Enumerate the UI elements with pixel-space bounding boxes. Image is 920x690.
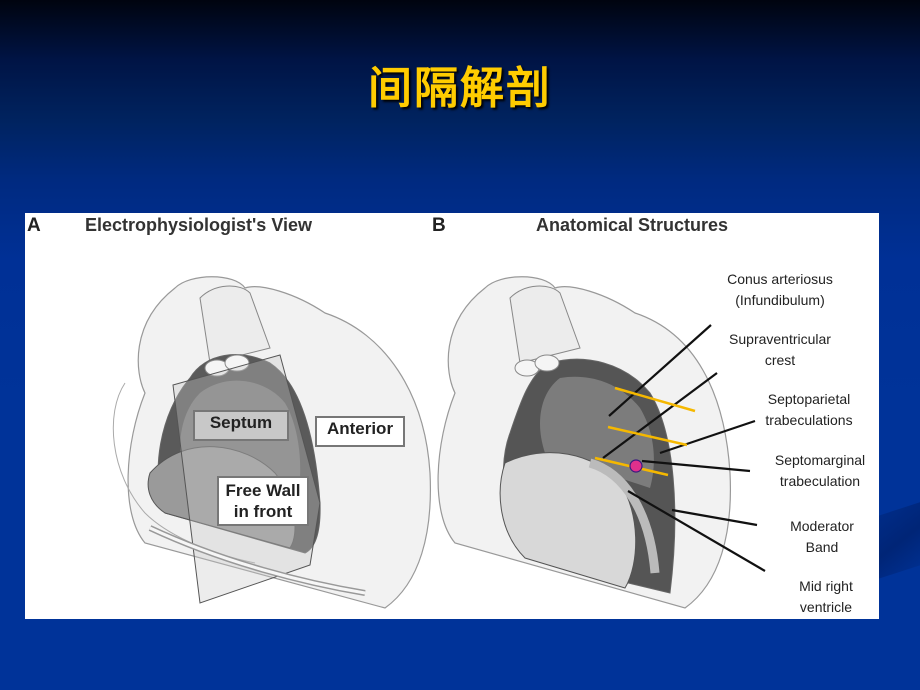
panel-b-title: Anatomical Structures bbox=[536, 215, 729, 235]
structure-label-line1: Conus arteriosus bbox=[727, 271, 833, 287]
structure-label: Septoparietal trabeculations bbox=[747, 389, 871, 431]
structure-label: Mid right ventricle bbox=[781, 576, 871, 618]
slide-title: 间隔解剖 bbox=[368, 63, 552, 114]
structure-label-line2: ventricle bbox=[799, 599, 853, 615]
septum-label: Septum bbox=[193, 410, 289, 441]
structure-label-line1: Septoparietal bbox=[767, 391, 851, 407]
free-wall-label-line1: Free Wall bbox=[225, 481, 301, 500]
anterior-label: Anterior bbox=[315, 416, 405, 447]
free-wall-label: Free Wall in front bbox=[217, 476, 309, 526]
heart-anatomy-figure: A Electrophysiologist's View Septum Ante… bbox=[25, 213, 879, 619]
structure-label: Supraventricular crest bbox=[705, 329, 855, 371]
structure-label-line1: Mid right bbox=[799, 578, 853, 594]
structure-label-line2: trabeculation bbox=[779, 473, 861, 489]
structure-label: Conus arteriosus (Infundibulum) bbox=[705, 269, 855, 311]
structure-label: Moderator Band bbox=[777, 516, 867, 558]
structure-label-line1: Moderator bbox=[790, 518, 854, 534]
structure-label-line2: crest bbox=[764, 352, 796, 368]
panel-a-title: Electrophysiologist's View bbox=[85, 215, 313, 235]
panel-a-letter: A bbox=[27, 215, 41, 236]
structure-label-line1: Supraventricular bbox=[729, 331, 831, 347]
structure-label-line2: Band bbox=[805, 539, 839, 555]
structure-label-line2: trabeculations bbox=[765, 412, 853, 428]
free-wall-label-line2: in front bbox=[233, 502, 293, 521]
structure-label-line2: (Infundibulum) bbox=[735, 292, 825, 308]
structure-label-line1: Septomarginal bbox=[774, 452, 866, 468]
panel-b-letter: B bbox=[432, 215, 446, 236]
structure-label: Septomarginal trabeculation bbox=[755, 450, 879, 492]
heart-illustration-b bbox=[437, 276, 766, 609]
